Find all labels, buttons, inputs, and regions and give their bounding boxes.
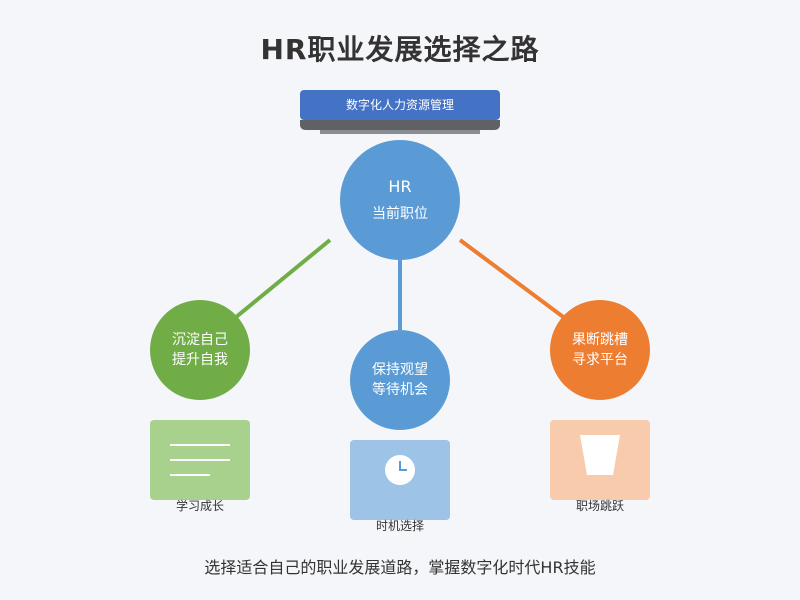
option-node-wait-and-see: 保持观望 等待机会 (350, 330, 450, 430)
option-node-line1: 保持观望 (372, 362, 428, 378)
option-node-line2: 提升自我 (172, 352, 228, 368)
option-node-line2: 等待机会 (372, 382, 428, 398)
cup-icon (580, 435, 620, 475)
learning-growth-card (150, 420, 250, 500)
option-node-job-hop: 果断跳槽 寻求平台 (550, 300, 650, 400)
hr-node-title: HR (388, 177, 412, 196)
hr-node-subtitle: 当前职位 (372, 206, 428, 222)
page-title: HR职业发展选择之路 (260, 33, 540, 66)
connector-line-right (458, 238, 572, 324)
laptop-base (300, 120, 500, 130)
laptop-screen: 数字化人力资源管理 (300, 90, 500, 120)
career-jump-card (550, 420, 650, 500)
hr-current-position-node: HR 当前职位 (340, 140, 460, 260)
card-label-learning: 学习成长 (175, 499, 224, 513)
footer-caption: 选择适合自己的职业发展道路，掌握数字化时代HR技能 (204, 558, 596, 577)
connector-line-left (228, 238, 332, 324)
option-node-self-improvement: 沉淀自己 提升自我 (150, 300, 250, 400)
timing-choice-card (350, 440, 450, 520)
option-node-line1: 果断跳槽 (572, 332, 628, 348)
clock-icon (385, 455, 415, 485)
option-node-line2: 寻求平台 (572, 352, 628, 368)
option-node-line1: 沉淀自己 (172, 332, 228, 348)
card-label-timing: 时机选择 (375, 519, 424, 533)
laptop-stand (320, 130, 480, 134)
card-label-career-jump: 职场跳跃 (575, 499, 624, 513)
